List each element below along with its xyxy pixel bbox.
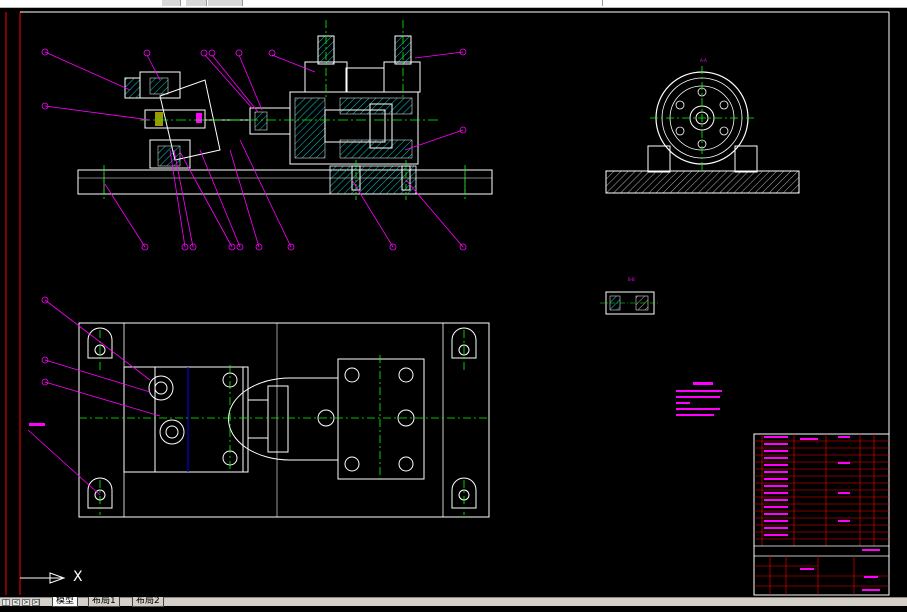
layer-icon[interactable] <box>162 0 181 6</box>
ucs-axis-label: X <box>73 569 83 585</box>
front-view <box>41 20 493 251</box>
linetype-icon[interactable] <box>208 0 243 6</box>
side-view: A-A <box>605 58 800 194</box>
tab-layout2[interactable]: 布局2 <box>132 597 164 607</box>
tab-layout1[interactable]: 布局1 <box>88 597 120 607</box>
top-view <box>27 296 490 518</box>
drawing-frame <box>5 11 890 595</box>
technical-notes <box>676 382 722 416</box>
small-dropdown-icon[interactable] <box>556 0 562 6</box>
svg-text:B-B: B-B <box>628 277 635 282</box>
dropdown-arrow-icon[interactable] <box>598 0 603 6</box>
top-toolbar <box>0 0 907 8</box>
tab-model[interactable]: 模型 <box>52 597 79 607</box>
title-block <box>753 433 890 596</box>
color-icon[interactable] <box>186 0 207 6</box>
ucs-icon <box>20 572 66 584</box>
detail-view: B-B <box>600 277 660 315</box>
svg-text:A-A: A-A <box>700 58 707 63</box>
